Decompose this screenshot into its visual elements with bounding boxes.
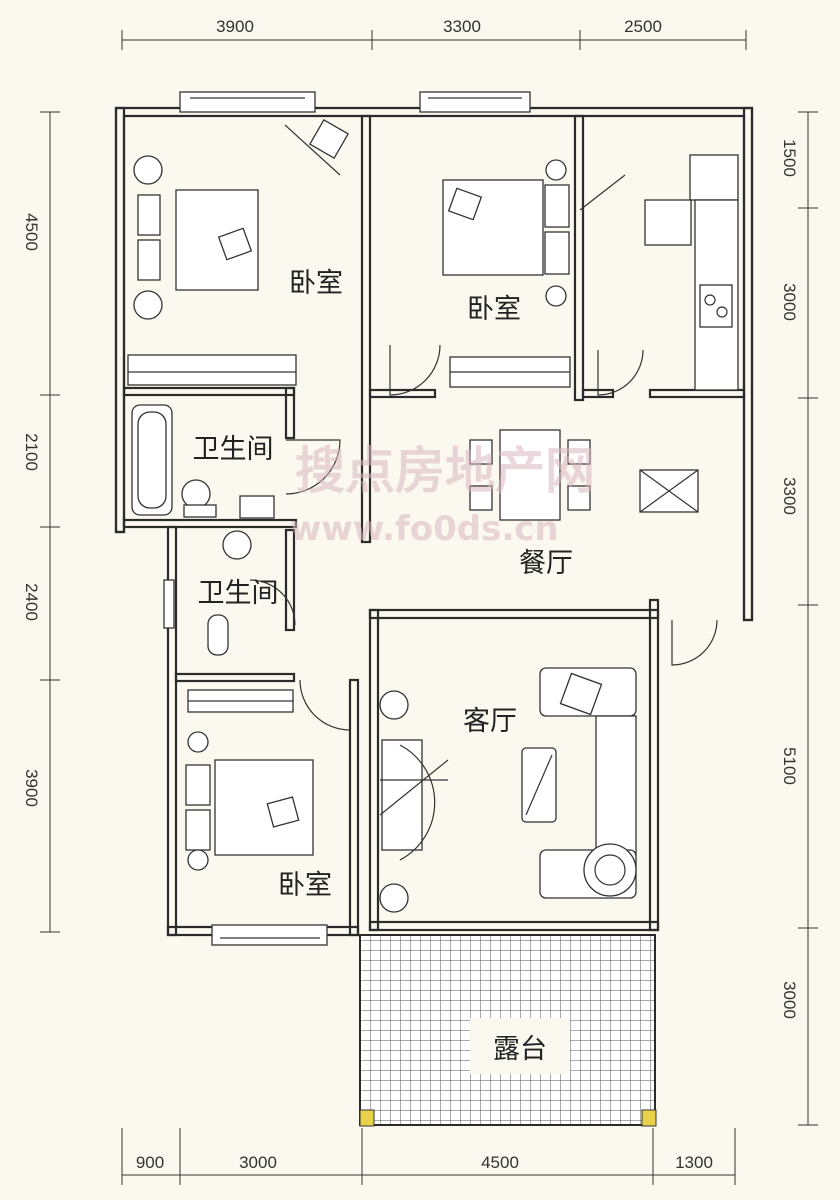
right-dim-5: 3000 [780, 981, 799, 1019]
watermark-url: www.fo0ds.cn [290, 509, 559, 549]
label-terrace: 露台 [493, 1034, 547, 1065]
left-dim-3: 2400 [22, 583, 41, 621]
top-dim-3: 2500 [624, 17, 662, 36]
top-dim-2: 3300 [443, 17, 481, 36]
bedroom-2-furniture [442, 159, 571, 388]
bathroom-1-fixtures [131, 404, 275, 519]
label-bedroom-3: 卧室 [278, 870, 332, 901]
bathroom-2-fixtures [207, 530, 252, 656]
terrace [359, 934, 657, 1127]
right-dim-4: 5100 [780, 747, 799, 785]
right-dim-3: 3300 [780, 477, 799, 515]
right-dim-1: 1500 [780, 139, 799, 177]
bottom-dim-1: 900 [136, 1153, 164, 1172]
terrace-post-left [359, 1109, 375, 1127]
living-room-furniture [379, 667, 637, 913]
top-dimension-line: 3900 3300 2500 [121, 17, 747, 50]
label-bathroom-2: 卫生间 [198, 578, 279, 609]
label-living-room: 客厅 [463, 706, 517, 737]
terrace-post-right [641, 1109, 657, 1127]
label-bedroom-1: 卧室 [289, 268, 343, 299]
room-labels: 卧室 卧室 卧室 卫生间 卫生间 餐厅 客厅 露台 [193, 268, 574, 1065]
watermark-name: 搜点房地产网 [295, 442, 595, 500]
label-bathroom-1: 卫生间 [193, 434, 274, 465]
watermark: 搜点房地产网 www.fo0ds.cn [290, 442, 595, 549]
bottom-dim-3: 4500 [481, 1153, 519, 1172]
left-dim-2: 2100 [22, 433, 41, 471]
windows [163, 91, 531, 946]
dining-furniture [469, 429, 699, 521]
label-dining-room: 餐厅 [519, 548, 573, 579]
left-dimension-line: 4500 2100 2400 3900 [22, 111, 60, 933]
bedroom-1-furniture [127, 118, 350, 386]
top-dim-1: 3900 [216, 17, 254, 36]
kitchen-fixtures [644, 154, 739, 391]
bottom-dim-2: 3000 [239, 1153, 277, 1172]
left-dim-1: 4500 [22, 213, 41, 251]
bottom-dim-4: 1300 [675, 1153, 713, 1172]
doors [249, 124, 718, 731]
right-dim-2: 3000 [780, 283, 799, 321]
label-bedroom-2: 卧室 [467, 294, 521, 325]
walls [114, 106, 754, 937]
left-dim-4: 3900 [22, 769, 41, 807]
bottom-dimension-line: 900 3000 4500 1300 [121, 1128, 736, 1185]
bedroom-3-furniture [185, 689, 314, 871]
right-dimension-line: 1500 3000 3300 5100 3000 [780, 111, 818, 1126]
